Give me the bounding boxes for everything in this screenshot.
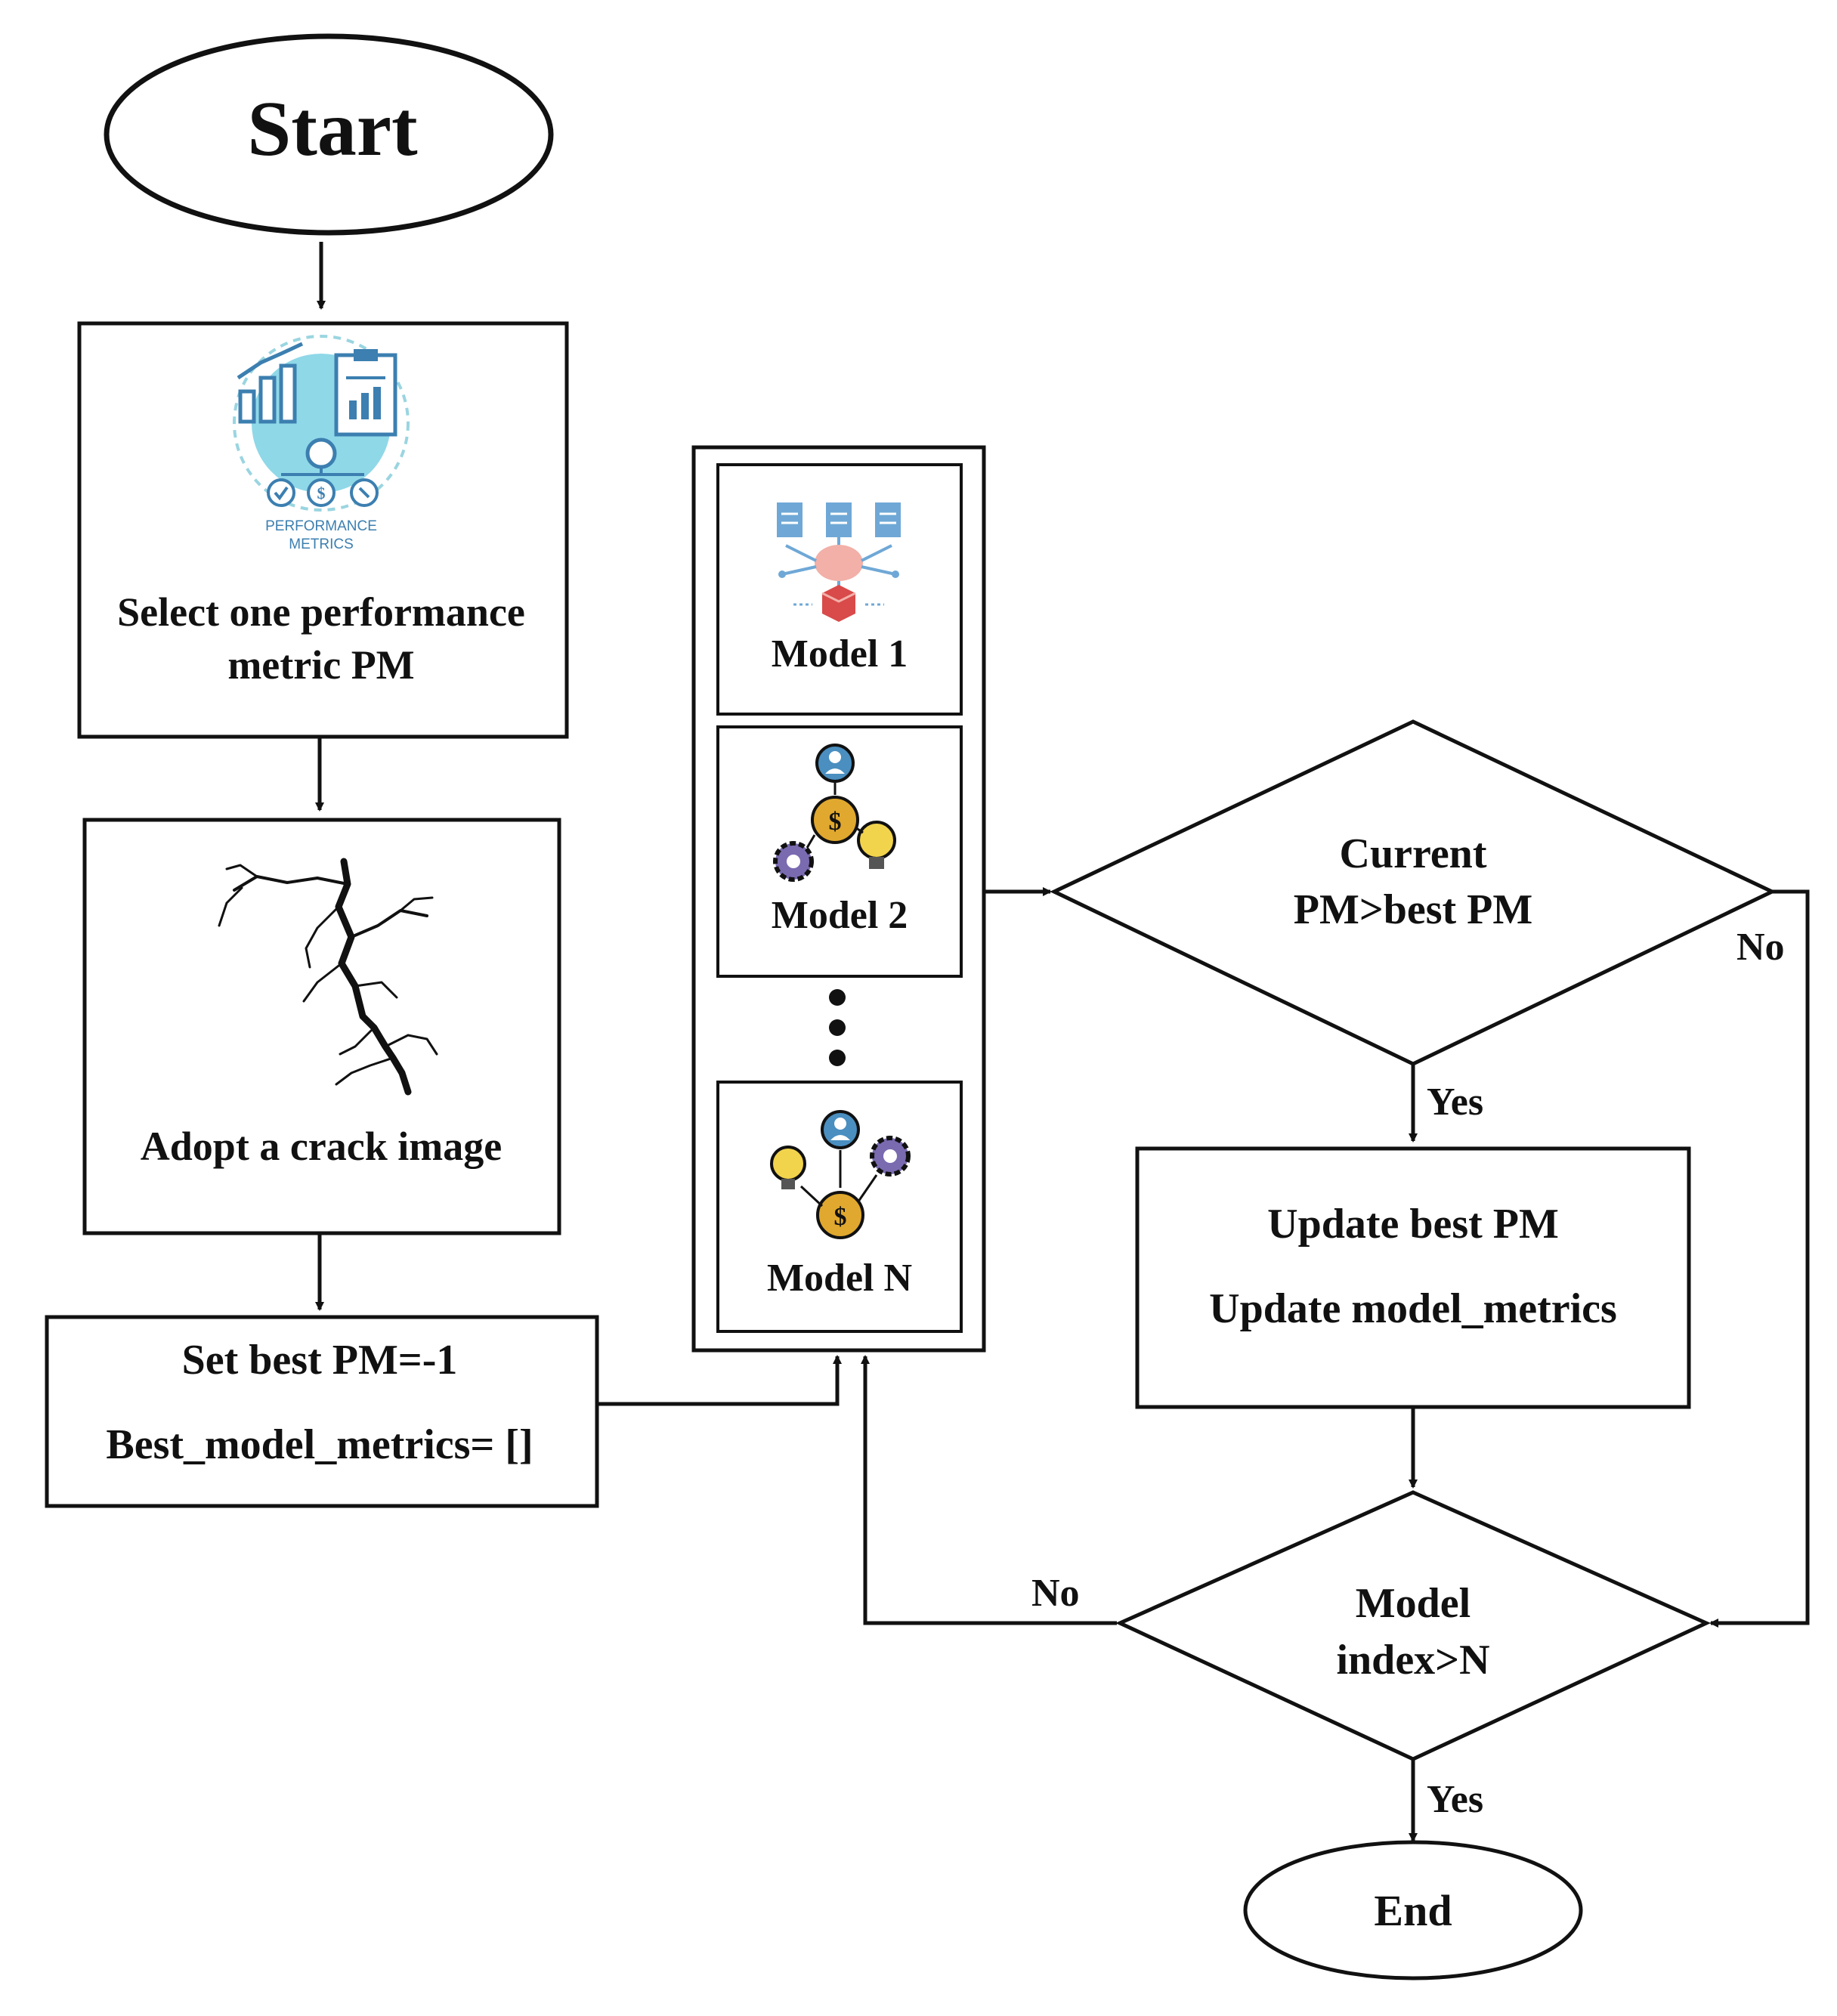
- decision-pm: Current PM>best PM: [1050, 719, 1777, 1066]
- model-2-box: $ Model 2: [716, 725, 963, 978]
- metrics-icon-caption-1: PERFORMANCE: [265, 518, 377, 534]
- metrics-icon-caption-2: METRICS: [289, 536, 354, 552]
- adopt-crack-box: Adopt a crack image: [82, 818, 561, 1235]
- svg-text:$: $: [834, 1203, 847, 1231]
- update-label-1: Update best PM: [1267, 1201, 1559, 1248]
- arrow-init-to-models: [597, 1355, 842, 1406]
- performance-metrics-icon: $ PERFORMANCE METRICS: [233, 335, 410, 552]
- more-models-ellipsis: [829, 989, 846, 1066]
- model-n-box: $ Model N: [716, 1081, 963, 1333]
- decision-pm-no-label: No: [1736, 926, 1785, 969]
- arrow-index-no-loop: [861, 1355, 1117, 1625]
- decision-index-label-2: index>N: [1336, 1637, 1489, 1684]
- neural-network-icon: [777, 502, 901, 622]
- model-2-label: Model 2: [772, 894, 908, 937]
- decision-index-label-1: Model: [1356, 1580, 1471, 1627]
- decision-pm-yes-label: Yes: [1427, 1081, 1483, 1124]
- update-box: Update best PM Update model_metrics: [1135, 1146, 1691, 1409]
- start-node: Start: [104, 33, 554, 236]
- crack-image-icon: [218, 858, 438, 1096]
- end-label: End: [1374, 1886, 1452, 1935]
- decision-index-no-label: No: [1031, 1572, 1080, 1615]
- start-label: Start: [247, 85, 418, 172]
- svg-text:$: $: [829, 808, 842, 836]
- business-gears-icon: $: [773, 744, 896, 882]
- select-metric-label-2: metric PM: [227, 642, 414, 688]
- init-label-2: Best_model_metrics= []: [106, 1421, 533, 1468]
- svg-text:$: $: [317, 484, 326, 502]
- model-1-label: Model 1: [772, 632, 908, 676]
- connectors: [315, 242, 1810, 1842]
- adopt-crack-label: Adopt a crack image: [141, 1124, 502, 1169]
- decision-pm-label-1: Current: [1340, 830, 1487, 877]
- model-1-box: Model 1: [716, 463, 963, 716]
- decision-index-yes-label: Yes: [1427, 1778, 1483, 1821]
- select-metric-label-1: Select one performance: [117, 589, 525, 635]
- idea-money-icon: $: [770, 1110, 911, 1239]
- model-n-label: Model N: [767, 1257, 912, 1300]
- init-box: Set best PM=-1 Best_model_metrics= []: [45, 1315, 599, 1508]
- models-container: Model 1 $ Model 2: [691, 445, 986, 1353]
- init-label-1: Set best PM=-1: [182, 1337, 458, 1384]
- decision-pm-label-2: PM>best PM: [1294, 886, 1532, 933]
- select-metric-box: $ PERFORMANCE METRICS Select one perform…: [77, 321, 569, 739]
- end-node: End: [1243, 1840, 1583, 1980]
- decision-index: Model index>N: [1115, 1490, 1712, 1761]
- arrow-decision-no: [1709, 889, 1810, 1628]
- update-label-2: Update model_metrics: [1209, 1285, 1617, 1332]
